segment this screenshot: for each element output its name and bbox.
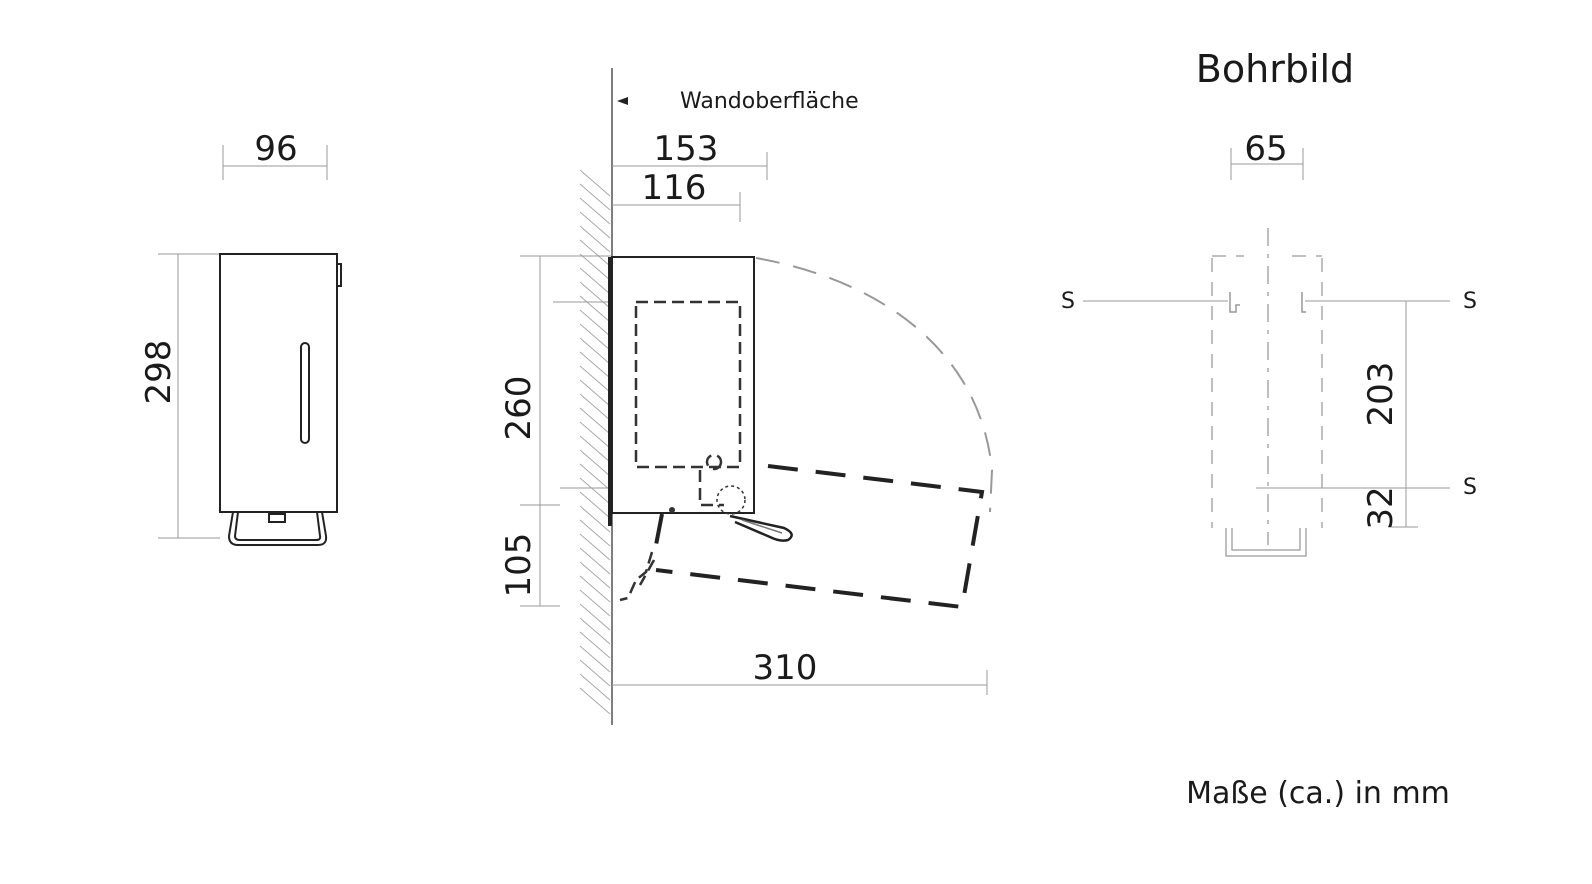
hatch-line xyxy=(579,477,611,505)
hatch-line xyxy=(579,309,611,337)
screw-label-bottom: S xyxy=(1463,475,1477,500)
hatch-line xyxy=(579,603,611,631)
hatch-line xyxy=(579,435,611,463)
hatch-line xyxy=(579,463,611,491)
hatch-line xyxy=(579,379,611,407)
screw-label-left: S xyxy=(1061,289,1075,314)
side-open-depth-dim: 310 xyxy=(753,648,818,688)
screw-hole-right-icon xyxy=(1301,292,1306,313)
drill-spacing-dim: 65 xyxy=(1244,129,1287,169)
side-lower-dim: 105 xyxy=(499,533,539,598)
drill-pattern-title: Bohrbild xyxy=(1196,47,1354,91)
side-height-dim: 260 xyxy=(499,376,539,441)
hatch-line xyxy=(579,169,611,197)
hatch-line xyxy=(579,351,611,379)
lid-swing-arc xyxy=(755,257,994,513)
hatch-line xyxy=(579,225,611,253)
hatch-line xyxy=(579,337,611,365)
pump-valve xyxy=(716,485,746,515)
hatch-line xyxy=(579,323,611,351)
hatch-line xyxy=(579,659,611,687)
units-note: Maße (ca.) in mm xyxy=(1186,776,1450,811)
front-sight-window xyxy=(300,342,310,444)
drill-lever-outline xyxy=(1225,528,1307,557)
wall-arrow-icon xyxy=(617,97,628,105)
hatch-line xyxy=(579,547,611,575)
hatch-line xyxy=(579,491,611,519)
drill-vertical-dim: 203 xyxy=(1361,362,1401,427)
hatch-line xyxy=(579,505,611,533)
hatch-line xyxy=(579,687,611,715)
side-lever xyxy=(729,514,793,542)
hatch-line xyxy=(579,561,611,589)
hatch-line xyxy=(579,365,611,393)
dispenser-front-body xyxy=(219,253,338,513)
open-housing-outline xyxy=(655,464,985,610)
hatch-line xyxy=(579,421,611,449)
hatch-line xyxy=(579,449,611,477)
hatch-line xyxy=(579,281,611,309)
drill-bottom-dim: 32 xyxy=(1361,486,1401,529)
hatch-line xyxy=(579,673,611,701)
front-view: 96 298 xyxy=(139,129,342,546)
hatch-line xyxy=(579,645,611,673)
hatch-line xyxy=(579,533,611,561)
hatch-line xyxy=(579,295,611,323)
hatch-line xyxy=(579,253,611,281)
hatch-line xyxy=(579,589,611,617)
hatch-line xyxy=(579,617,611,645)
hatch-line xyxy=(579,407,611,435)
side-depth-total-dim: 153 xyxy=(654,129,719,169)
screw-label-right: S xyxy=(1463,289,1477,314)
hatch-line xyxy=(579,393,611,421)
drill-pattern: Bohrbild 65 S S S 203 32 xyxy=(1061,47,1477,557)
inner-cartridge xyxy=(634,300,742,469)
hatch-line xyxy=(579,197,611,225)
front-side-latch xyxy=(336,263,342,287)
dispenser-side-body xyxy=(611,256,755,514)
side-view: Wandoberfläche 153 116 260 105 xyxy=(499,68,994,725)
front-lever xyxy=(227,511,328,546)
screw-hole-left-icon xyxy=(1229,292,1240,313)
hatch-line xyxy=(579,239,611,267)
wall-surface-label: Wandoberfläche xyxy=(680,89,859,114)
hatch-line xyxy=(579,519,611,547)
wall-hatching xyxy=(579,169,611,715)
hatch-line xyxy=(579,211,611,239)
front-height-dim: 298 xyxy=(139,340,179,405)
hatch-line xyxy=(579,631,611,659)
hatch-line xyxy=(579,575,611,603)
hatch-line xyxy=(579,183,611,211)
front-width-dim: 96 xyxy=(254,129,297,169)
side-depth-body-dim: 116 xyxy=(642,168,707,208)
hatch-line xyxy=(579,267,611,295)
